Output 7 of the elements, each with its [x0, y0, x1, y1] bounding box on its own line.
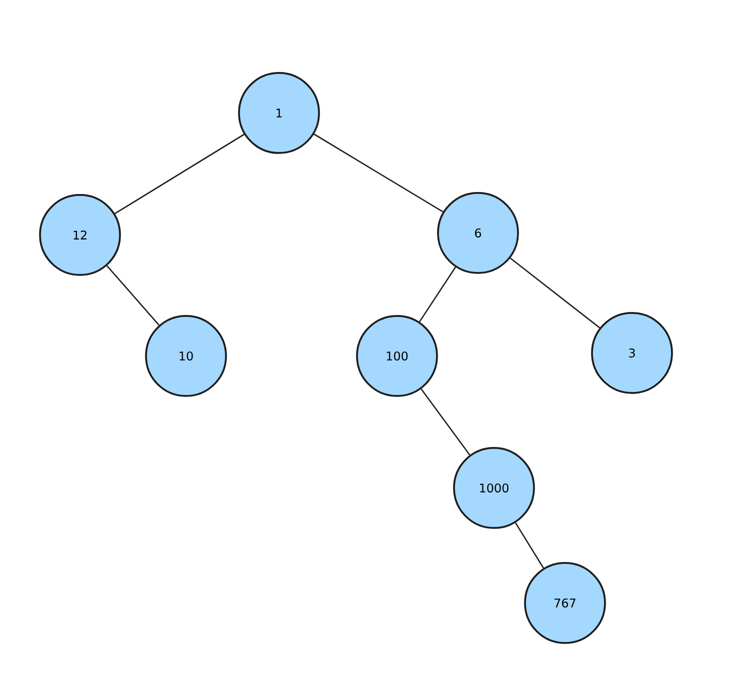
tree-edge	[420, 388, 470, 456]
tree-edge	[514, 522, 544, 569]
tree-edge	[106, 265, 160, 326]
tree-edge	[510, 258, 600, 328]
tree-edge	[314, 134, 444, 212]
tree-edge	[418, 266, 456, 322]
tree-edge	[114, 134, 244, 214]
